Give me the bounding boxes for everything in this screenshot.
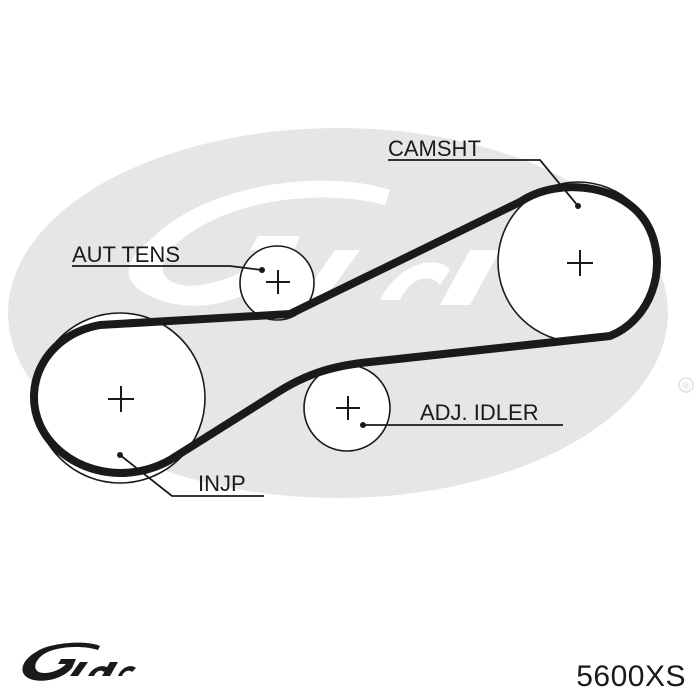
camshaft-center-mark xyxy=(567,250,593,276)
part-number: 5600XS xyxy=(576,660,686,693)
tensioner-label: AUT TENS xyxy=(72,242,180,267)
registered-mark-ring xyxy=(678,377,694,393)
tensioner-center-mark xyxy=(266,270,290,294)
tensioner-leader-line xyxy=(72,265,263,271)
camshaft-leader-line xyxy=(388,159,579,207)
injection-pump-leader-line xyxy=(119,454,264,497)
idler-center-mark xyxy=(336,396,360,420)
camshaft-label: CAMSHT xyxy=(388,136,481,161)
gates-logo xyxy=(22,642,136,681)
injection-pump-center-mark xyxy=(108,386,134,412)
injection-pump-label: INJP xyxy=(198,471,246,496)
idler-label: ADJ. IDLER xyxy=(420,400,539,425)
registered-mark: ® xyxy=(682,381,690,393)
timing-belt xyxy=(29,183,661,477)
